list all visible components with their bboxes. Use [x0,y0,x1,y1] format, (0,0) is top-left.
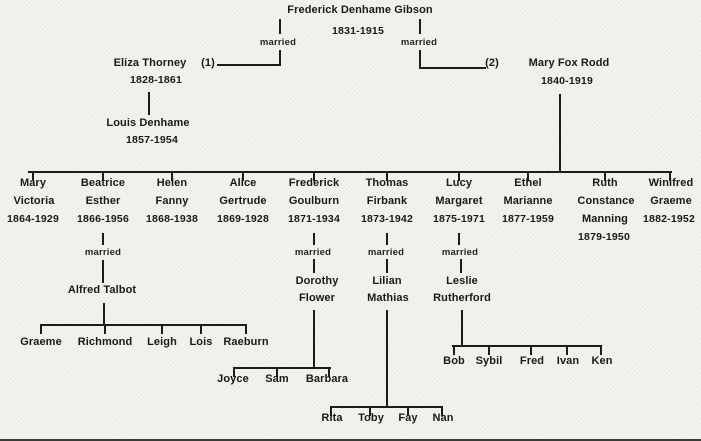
person-name-toby: Toby [358,412,384,424]
person-dates: 1873-1942 [360,213,414,225]
person-name-line: Fanny [155,195,189,207]
married-label-second: married [400,37,438,48]
person-name-barbara: Barbara [305,373,349,385]
scan-bottom-edge [0,439,701,441]
person-name-nan: Nan [432,412,454,424]
person-name-rita: Rita [321,412,343,424]
person-name-richmond: Richmond [77,336,133,348]
person-name-line: Alice [229,177,257,189]
person-name-ivan: Ivan [556,355,580,367]
person-dates-eliza-thorney: 1828-1861 [129,74,183,86]
person-name-line: Helen [156,177,188,189]
person-name-eliza-thorney: Eliza Thorney [113,57,187,69]
person-name-alfred-talbot: Alfred Talbot [67,284,137,296]
person-dates-mary-fox-rodd: 1840-1919 [540,75,594,87]
person-name-line: Ethel [514,177,542,189]
person-name-line: Esther [85,195,121,207]
talbot-sibling-bar [40,324,247,334]
person-name-sam: Sam [265,373,289,385]
spouse-descent-lines [103,303,463,408]
person-name-raeburn: Raeburn [223,336,269,348]
person-name-line: Margaret [435,195,483,207]
person-dates: 1864-1929 [6,213,60,225]
gen2-sibling-bar [28,171,672,181]
person-name-lois: Lois [189,336,213,348]
person-name-line: Goulburn [288,195,340,207]
person-dates: 1875-1971 [432,213,486,225]
person-name-line: Beatrice [80,177,126,189]
person-dates: 1877-1959 [501,213,555,225]
person-name-line: Ruth [592,177,618,189]
person-dates-louis-denhame: 1857-1954 [125,134,179,146]
person-dates: 1868-1938 [145,213,199,225]
person-dates-frederick-denhame-gibson: 1831-1915 [331,25,385,37]
married-label: married [367,247,405,258]
goulburn-sibling-bar [233,367,331,377]
person-name-dorothy-flower: Dorothy [295,275,339,287]
person-name-mary-fox-rodd: Mary Fox Rodd [528,57,610,69]
person-name-bob: Bob [443,355,465,367]
marriage-order-2: (2) [485,57,499,69]
person-name-lilian-mathias-line2: Mathias [367,292,409,304]
person-name-line: Victoria [13,195,55,207]
gen2-marriage-connectors [102,233,462,283]
person-name-line: Graeme [650,195,692,207]
person-name-leslie-rutherford: Leslie [446,275,478,287]
married-label-first: married [259,37,297,48]
person-name-line: Firbank [366,195,408,207]
person-dates: 1879-1950 [577,231,631,243]
person-name-line: Constance [577,195,635,207]
person-name-line: Lucy [445,177,473,189]
person-name-sybil: Sybil [475,355,503,367]
person-name-line: Manning [582,213,628,225]
person-name-line: Marianne [503,195,553,207]
person-name-line: Gertrude [219,195,267,207]
person-name-louis-denhame: Louis Denhame [106,117,190,129]
married-label: married [84,247,122,258]
person-name-joyce: Joyce [217,373,249,385]
person-name-graeme: Graeme [20,336,62,348]
married-label: married [441,247,479,258]
rutherford-sibling-bar [452,345,602,355]
person-name-dorothy-flower-line2: Flower [298,292,336,304]
married-label: married [294,247,332,258]
firbank-sibling-bar [330,406,443,416]
person-dates: 1882-1952 [642,213,696,225]
person-name-frederick-denhame-gibson: Frederick Denhame Gibson [287,4,433,16]
person-name-fay: Fay [398,412,418,424]
root-marriage-connectors [217,19,486,69]
person-name-line: Winifred [648,177,694,189]
person-name-fred: Fred [519,355,545,367]
person-name-lilian-mathias: Lilian [372,275,402,287]
person-dates: 1871-1934 [287,213,341,225]
person-name-leslie-rutherford-line2: Rutherford [433,292,491,304]
person-name-ken: Ken [591,355,613,367]
person-name-line: Frederick [288,177,340,189]
person-name-leigh: Leigh [147,336,177,348]
person-name-line: Thomas [365,177,409,189]
person-dates: 1866-1956 [76,213,130,225]
marriage-order-1: (1) [201,57,215,69]
person-dates: 1869-1928 [216,213,270,225]
person-name-line: Mary [19,177,47,189]
